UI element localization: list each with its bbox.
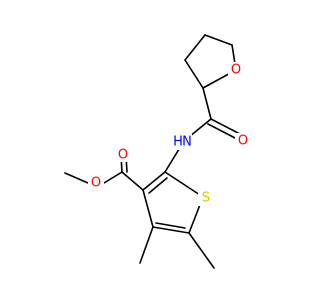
- bond-thf-c2-c3: [184, 59, 204, 89]
- bond-c3-ester-c: [121, 171, 144, 191]
- atom-label-o-ester-carbonyl: O: [118, 148, 128, 163]
- atom-s-thiophene: S: [198, 190, 214, 206]
- bond-ester-c-o-single: [103, 171, 123, 184]
- atom-o-thf: O: [228, 62, 244, 78]
- bond-thio-c2-s: [164, 171, 204, 198]
- atom-nh: H N: [172, 134, 192, 150]
- bond-thf-c3-c4: [184, 34, 206, 61]
- atom-label-s: S: [202, 191, 210, 206]
- bond-thio-c5-c4-1: [152, 226, 190, 234]
- atom-label-o-amide: O: [238, 134, 248, 149]
- atom-label-o-thf: O: [231, 63, 241, 78]
- bond-thf-c2-amide-c: [202, 87, 212, 120]
- bond-thf-c4-c5: [204, 34, 233, 46]
- bond-c4-methyl: [139, 226, 154, 264]
- bond-c5-methyl: [188, 232, 215, 269]
- bond-amide-c-o-1: [210, 118, 241, 135]
- molecule-svg: O H N O S O O: [64, 34, 251, 269]
- bond-ester-o-methyl: [64, 172, 89, 184]
- atom-o-ester-carbonyl: O: [115, 146, 131, 163]
- atom-o-amide: O: [235, 133, 251, 149]
- bond-thio-c3-c2-2: [148, 177, 168, 194]
- structure-diagram: O H N O S O O: [64, 34, 251, 269]
- atom-o-ester-single: O: [88, 175, 104, 191]
- bond-thio-c4-c3: [142, 189, 154, 228]
- atom-label-h: H: [173, 135, 183, 150]
- atom-label-n: N: [182, 135, 192, 150]
- bond-amide-c-o-2: [207, 123, 238, 140]
- bond-thio-c3-c2-1: [142, 171, 166, 191]
- bond-thio-c5-c4-2: [155, 222, 186, 229]
- atom-label-o-ester-single: O: [91, 176, 101, 191]
